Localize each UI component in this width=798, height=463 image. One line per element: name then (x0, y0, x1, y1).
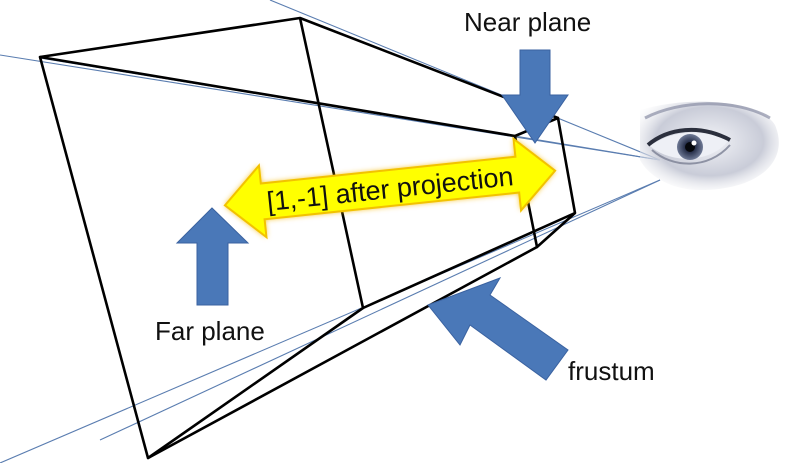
frustum-label: frustum (568, 356, 655, 386)
frustum-arrow (427, 277, 569, 381)
frustum-edges (38, 16, 577, 460)
sight-line-top (269, 0, 661, 161)
eye-icon (640, 101, 779, 190)
sight-line-upper (0, 54, 661, 161)
projection-range-body (223, 136, 557, 240)
sight-line-bottom (0, 179, 661, 463)
sight-line-lower (99, 179, 661, 441)
eye-lid (646, 127, 731, 147)
sight-lines (0, 0, 661, 463)
eye-lower-lid (651, 144, 731, 165)
eye-highlight (691, 140, 697, 146)
eye-brow (644, 102, 771, 120)
projection-range-arrow: [1,-1] after projection (223, 136, 557, 240)
frustum-edge-top-left (39, 55, 516, 138)
far-plane-arrow (175, 207, 250, 306)
frustum-edge-bottom-right (362, 211, 576, 310)
near-plane-arrow (501, 49, 569, 144)
near-plane-label: Near plane (464, 7, 591, 37)
frustum-edge-bottom-left (147, 245, 538, 460)
far-plane-label: Far plane (155, 316, 265, 346)
